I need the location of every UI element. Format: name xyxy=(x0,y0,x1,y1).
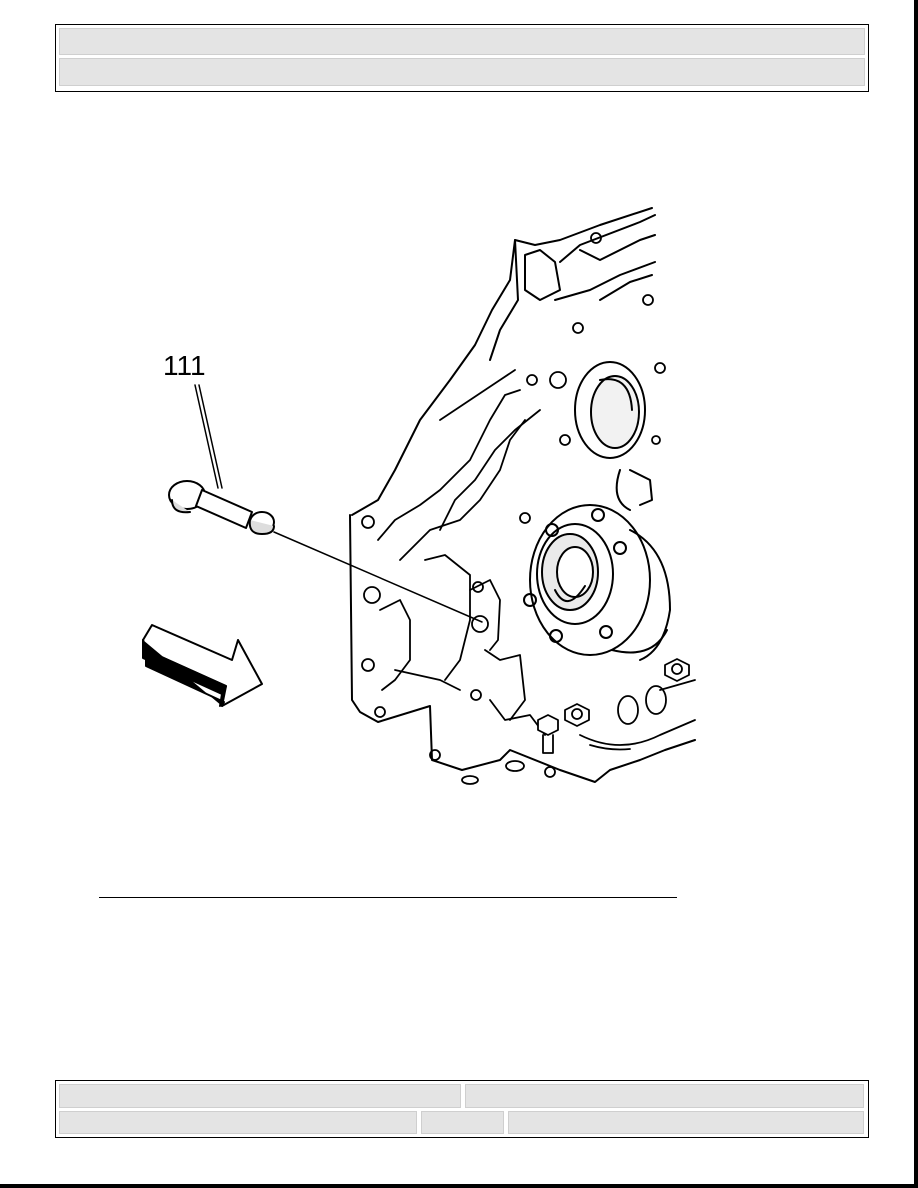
bolt-icon xyxy=(168,480,483,623)
document-footer xyxy=(55,1080,869,1138)
engine-block-ribs xyxy=(377,369,546,736)
direction-arrow-icon xyxy=(142,624,263,707)
footer-cell-4 xyxy=(421,1111,504,1134)
header-title-row xyxy=(59,28,865,55)
crankshaft-hub xyxy=(523,504,671,661)
cam-bore xyxy=(574,361,653,511)
oil-pan-bolts xyxy=(537,658,696,754)
footer-cell-3 xyxy=(59,1111,417,1134)
callout-label-111: 111 xyxy=(163,350,206,381)
separator-line xyxy=(99,897,677,898)
footer-cell-2 xyxy=(465,1084,864,1108)
document-header xyxy=(55,24,869,92)
footer-cell-5 xyxy=(508,1111,864,1134)
footer-cell-1 xyxy=(59,1084,461,1108)
bolt-holes xyxy=(361,232,666,785)
engine-block-outline xyxy=(349,207,696,783)
header-subtitle-row xyxy=(59,58,865,86)
engine-block-illustration xyxy=(130,200,710,800)
callout-leader-line xyxy=(194,384,223,489)
